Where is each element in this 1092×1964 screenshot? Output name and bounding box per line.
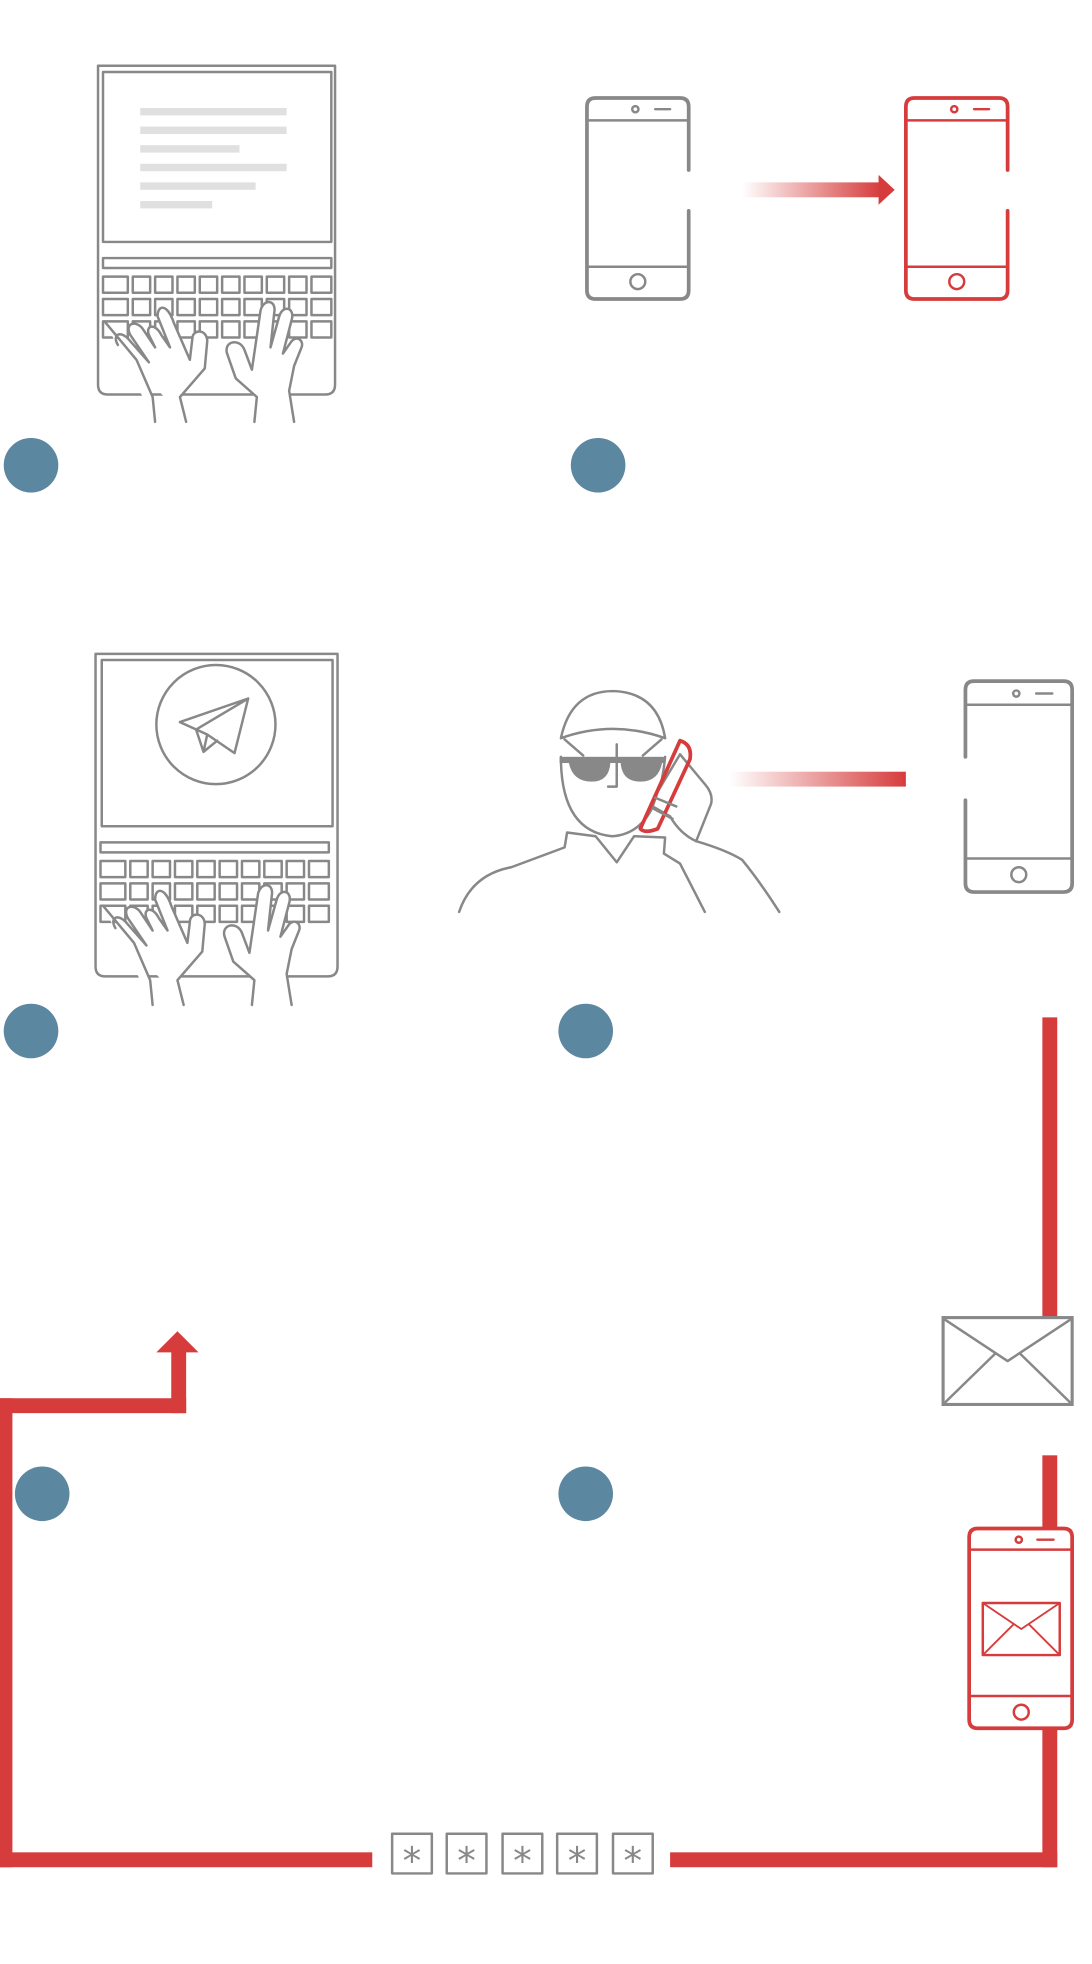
sunglasses-icon <box>559 756 664 782</box>
step-marker-6 <box>558 1466 614 1522</box>
laptop-typing-icon <box>96 64 337 424</box>
red-phone-icon <box>904 96 1010 301</box>
caller-with-phone-icon <box>457 679 1075 914</box>
svg-text:*: * <box>513 1838 532 1882</box>
signal-line <box>729 771 906 787</box>
code-entry-icon: * * * * * <box>390 1832 654 1882</box>
svg-text:*: * <box>457 1838 476 1882</box>
step-markers <box>3 437 626 1522</box>
envelope-icon <box>941 1316 1074 1407</box>
step-marker-3 <box>3 1003 59 1059</box>
transfer-arrow-icon <box>742 174 895 205</box>
laptop-send-icon <box>94 652 339 1007</box>
flow-path <box>0 1017 1058 1868</box>
placeholder-text-lines <box>140 107 287 209</box>
pin-box: * <box>445 1832 488 1882</box>
pin-box: * <box>390 1832 434 1882</box>
gray-phone-icon <box>585 96 691 301</box>
step-marker-5 <box>14 1466 70 1522</box>
step-marker-1 <box>3 437 59 493</box>
svg-text:*: * <box>624 1838 643 1882</box>
svg-text:*: * <box>403 1838 422 1882</box>
step-marker-4 <box>558 1003 614 1059</box>
pin-box: * <box>555 1832 599 1882</box>
pin-box: * <box>611 1832 654 1882</box>
sms-envelope-phone-icon <box>967 1526 1075 1731</box>
pin-box: * <box>501 1832 544 1882</box>
paper-plane-icon <box>178 697 250 755</box>
arrow-up-icon <box>156 1331 199 1353</box>
step-marker-2 <box>570 437 626 493</box>
svg-text:*: * <box>568 1838 587 1882</box>
phone-to-phone-icon <box>585 96 1010 301</box>
gray-phone-icon <box>963 679 1075 894</box>
